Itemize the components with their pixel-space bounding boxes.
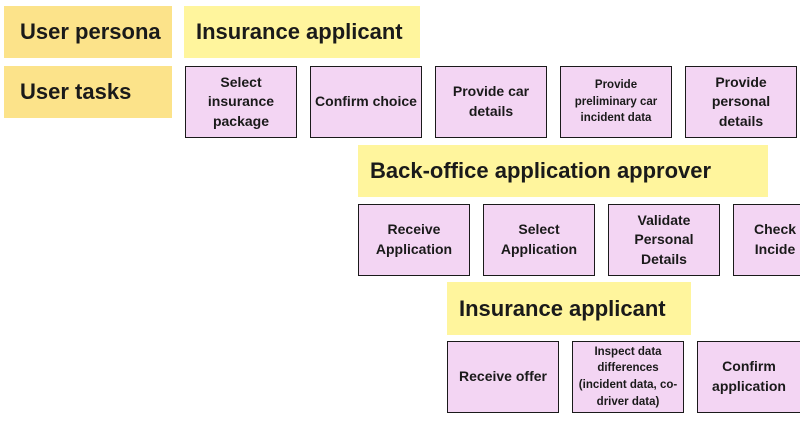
persona-back-office-approver: Back-office application approver [358, 145, 768, 197]
task-select-application[interactable]: Select Application [483, 204, 595, 276]
task-confirm-application[interactable]: Confirm application [697, 341, 800, 413]
task-select-insurance-package[interactable]: Select insurance package [185, 66, 297, 138]
row-label-user-tasks: User tasks [4, 66, 172, 118]
task-provide-preliminary-car-incident-data[interactable]: Provide preliminary car incident data [560, 66, 672, 138]
task-receive-offer[interactable]: Receive offer [447, 341, 559, 413]
task-validate-personal-details[interactable]: Validate Personal Details [608, 204, 720, 276]
task-provide-car-details[interactable]: Provide car details [435, 66, 547, 138]
task-receive-application[interactable]: Receive Application [358, 204, 470, 276]
persona-insurance-applicant-2: Insurance applicant [447, 282, 691, 335]
task-provide-personal-details[interactable]: Provide personal details [685, 66, 797, 138]
row-label-user-persona: User persona [4, 6, 172, 58]
task-check-incident[interactable]: Check Incide [733, 204, 800, 276]
task-inspect-data-differences[interactable]: Inspect data differences (incident data,… [572, 341, 684, 413]
persona-insurance-applicant-1: Insurance applicant [184, 6, 420, 58]
task-confirm-choice[interactable]: Confirm choice [310, 66, 422, 138]
